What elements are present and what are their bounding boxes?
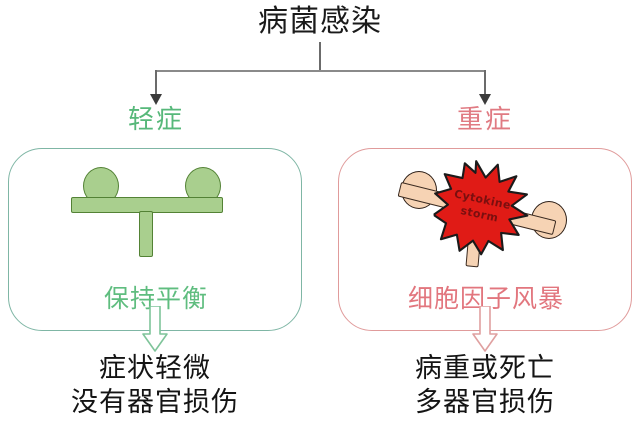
panel-mild: 保持平衡	[8, 148, 302, 331]
arrowhead-mild-icon	[150, 94, 162, 105]
panel-severe: Cytokine storm 细胞因子风暴	[338, 148, 632, 331]
balance-illustration-mild	[9, 149, 303, 332]
connector-crossbar	[155, 70, 485, 72]
seesaw-post-balanced	[139, 211, 153, 257]
branch-label-severe: 重症	[456, 105, 513, 135]
block-arrow-down-severe-icon	[472, 306, 498, 352]
connector-branch-mild	[155, 70, 157, 96]
block-arrow-down-mild-icon	[142, 306, 168, 352]
connector-trunk	[319, 42, 321, 71]
branch-label-mild: 轻症	[127, 105, 184, 135]
outcome-mild-line-2: 没有器官损伤	[71, 387, 239, 418]
cytokine-storm-burst-icon	[428, 152, 534, 261]
connector-branch-severe	[484, 70, 486, 96]
outcome-severe-line-1: 病重或死亡	[415, 353, 555, 384]
page-title: 病菌感染	[258, 4, 382, 39]
outcome-severe: 病重或死亡 多器官损伤	[335, 352, 635, 420]
outcome-mild-line-1: 症状轻微	[99, 353, 211, 384]
outcome-mild: 症状轻微 没有器官损伤	[5, 352, 305, 420]
balance-illustration-severe: Cytokine storm	[339, 149, 633, 332]
outcome-severe-line-2: 多器官损伤	[415, 387, 555, 418]
arrowhead-severe-icon	[479, 94, 491, 105]
